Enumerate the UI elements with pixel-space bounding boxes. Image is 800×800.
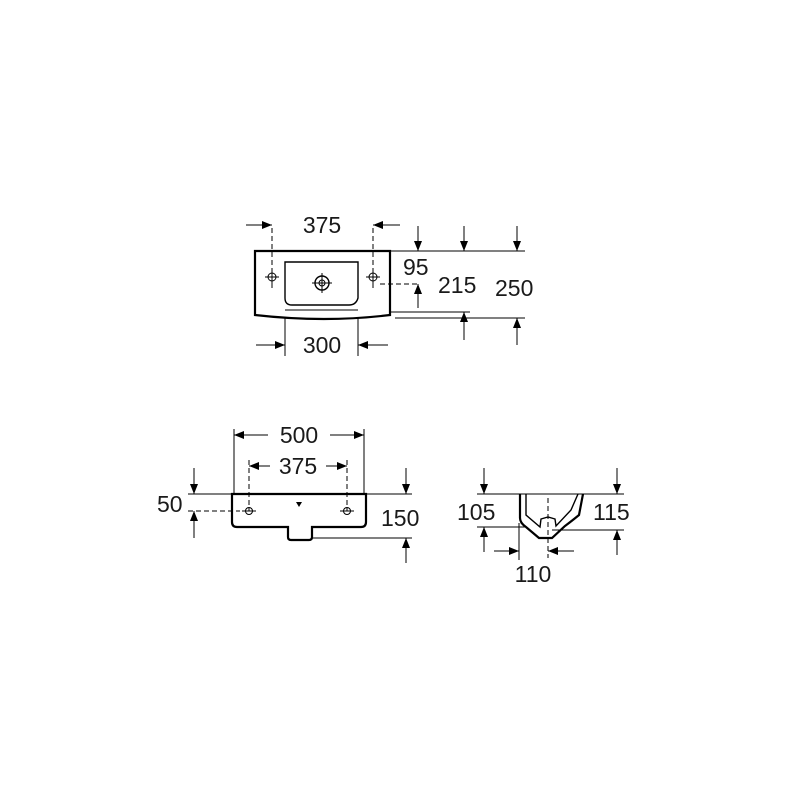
dim-label-side-right-height: 115	[593, 499, 630, 525]
side-view: 105 115 110	[457, 468, 630, 587]
overflow-mark-icon	[296, 502, 302, 507]
dimension-front-width-outer	[233, 429, 365, 494]
top-view: 375 300 95 215	[246, 212, 533, 358]
basin-outline-side	[518, 493, 585, 540]
dim-label-top-width-outer: 375	[303, 212, 341, 238]
dim-label-front-height: 150	[381, 505, 419, 531]
dimension-top-width-outer	[246, 221, 400, 288]
dimension-tap-offset	[414, 226, 422, 308]
basin-bowl-top	[284, 261, 359, 306]
basin-outline-top	[253, 249, 392, 321]
dimension-top-width-inner	[256, 318, 388, 356]
dim-label-side-left-height: 105	[457, 499, 495, 525]
dim-label-tap-offset: 95	[403, 254, 429, 280]
dim-label-top-depth-inner: 215	[438, 272, 476, 298]
dim-label-front-hole-height: 50	[157, 491, 183, 517]
dimension-front-width-holes	[248, 460, 348, 511]
dim-label-top-depth-outer: 250	[495, 275, 533, 301]
dimension-top-depth-outer	[513, 226, 521, 345]
dim-label-top-width-inner: 300	[303, 332, 341, 358]
basin-outline-front	[230, 492, 368, 542]
dimension-front-hole-height	[188, 468, 240, 538]
dim-label-front-width-outer: 500	[280, 422, 318, 448]
dim-label-side-bottom-width: 110	[515, 561, 552, 587]
dimension-side-left-height	[477, 468, 525, 552]
drain-icon	[312, 273, 332, 293]
dim-label-front-width-holes: 375	[279, 453, 317, 479]
dimension-side-right-height	[552, 468, 624, 555]
dimension-top-depth-inner	[460, 226, 468, 340]
dimension-front-height	[312, 468, 412, 563]
front-view: 500 375 50 150	[157, 422, 419, 563]
dimension-side-bottom-width	[494, 523, 574, 560]
